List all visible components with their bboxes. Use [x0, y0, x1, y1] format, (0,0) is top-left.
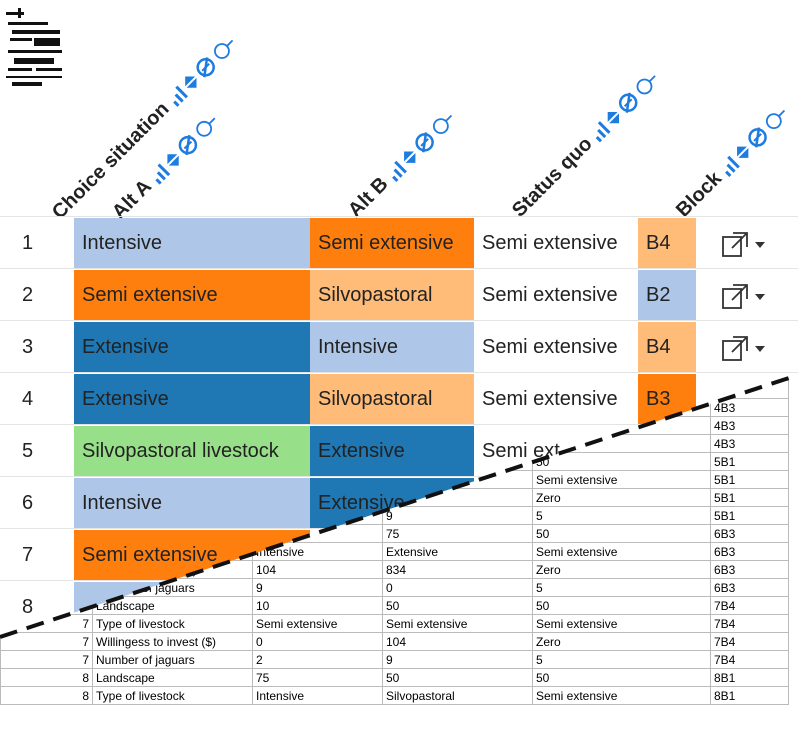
search-icon[interactable]	[190, 110, 223, 143]
header-icons	[382, 107, 460, 185]
header-icons	[163, 32, 241, 110]
row-number: 4	[22, 387, 34, 410]
sheet-cell-f[interactable]: 6B3	[710, 524, 789, 543]
sheet-cell-c[interactable]: Semi extensive	[252, 614, 383, 633]
no-filter-icon[interactable]	[189, 52, 220, 83]
sheet-cell-f[interactable]: 8B1	[710, 668, 789, 687]
row-number: 5	[22, 439, 34, 462]
no-filter-icon[interactable]	[613, 87, 644, 118]
search-icon[interactable]	[760, 102, 793, 135]
sort-bars-icon[interactable]	[717, 152, 742, 177]
search-icon[interactable]	[207, 33, 240, 66]
cell-alt-a[interactable]: Intensive	[74, 478, 310, 528]
sort-arrows-icon[interactable]	[731, 140, 755, 164]
search-icon[interactable]	[630, 68, 663, 101]
no-filter-icon[interactable]	[408, 127, 439, 158]
column-header-alt-b[interactable]: Alt B	[344, 107, 460, 223]
cell-alt-b[interactable]: Silvopastoral	[310, 270, 474, 320]
row-number: 1	[22, 231, 34, 254]
cell-alt-a[interactable]: Silvopastoral livestock	[74, 426, 310, 476]
sort-arrows-icon[interactable]	[601, 105, 625, 129]
cell-alt-a[interactable]: Intensive	[74, 218, 310, 268]
row-number: 2	[22, 283, 34, 306]
row-number: 7	[22, 543, 34, 566]
sort-bars-icon[interactable]	[383, 158, 408, 183]
row-divider	[0, 268, 798, 269]
row-divider	[0, 476, 798, 477]
sort-arrows-icon[interactable]	[161, 148, 185, 172]
header-icons	[586, 67, 664, 145]
sheet-cell-b[interactable]: Landscape	[92, 596, 253, 615]
sheet-cell-b[interactable]: Landscape	[92, 668, 253, 687]
chevron-down-icon[interactable]	[754, 345, 766, 353]
cell-status-quo[interactable]: Semi extensive	[482, 387, 618, 410]
open-external-icon[interactable]	[720, 334, 750, 364]
cell-status-quo[interactable]: Semi ext	[482, 439, 560, 462]
sort-arrows-icon[interactable]	[397, 145, 421, 169]
no-filter-icon[interactable]	[742, 121, 773, 152]
sheet-cell-d[interactable]: Silvopastoral	[382, 686, 533, 705]
cell-alt-b[interactable]: Semi extensive	[310, 218, 474, 268]
sheet-cell-f[interactable]: 8B1	[710, 686, 789, 705]
sort-bars-icon[interactable]	[587, 118, 612, 143]
row-action[interactable]	[720, 334, 766, 364]
sort-arrows-icon[interactable]	[178, 70, 202, 94]
sheet-cell-f[interactable]: 7B4	[710, 632, 789, 651]
row-action[interactable]	[720, 282, 766, 312]
cell-alt-b[interactable]: Extensive	[310, 426, 474, 476]
cell-block[interactable]: B4	[638, 322, 696, 372]
sort-bars-icon[interactable]	[164, 83, 189, 108]
sheet-cell-f[interactable]: 7B4	[710, 596, 789, 615]
sheet-cell-f[interactable]: 7B4	[710, 650, 789, 669]
column-header-alt-a[interactable]: Alt A	[108, 109, 223, 224]
cell-status-quo[interactable]: Semi extensive	[482, 335, 618, 358]
column-header-block[interactable]: Block	[672, 101, 793, 222]
sort-bars-icon[interactable]	[146, 160, 171, 185]
cell-block[interactable]: B4	[638, 218, 696, 268]
row-number: 3	[22, 335, 34, 358]
no-filter-icon[interactable]	[172, 129, 203, 160]
cell-alt-b[interactable]: Silvopastoral	[310, 374, 474, 424]
cell-alt-a[interactable]: Extensive	[74, 374, 310, 424]
cell-block[interactable]: B2	[638, 270, 696, 320]
row-number: 6	[22, 491, 34, 514]
chevron-down-icon[interactable]	[754, 241, 766, 249]
sheet-cell-b[interactable]: Willingess to invest ($)	[92, 632, 253, 651]
chevron-down-icon[interactable]	[754, 293, 766, 301]
row-divider	[0, 216, 798, 217]
sheet-cell-b[interactable]: Type of livestock	[92, 614, 253, 633]
cell-status-quo[interactable]: Semi extensive	[482, 231, 618, 254]
header-icons	[715, 101, 793, 179]
table-thumbnail-icon	[6, 8, 62, 86]
open-external-icon[interactable]	[720, 230, 750, 260]
header-icons	[145, 109, 223, 187]
cell-status-quo[interactable]: Semi extensive	[482, 283, 618, 306]
sheet-cell-d[interactable]: 75	[382, 524, 533, 543]
cell-alt-a[interactable]: Extensive	[74, 322, 310, 372]
sheet-cell-e[interactable]: Semi extensive	[532, 686, 711, 705]
column-header-choice-situation[interactable]: Choice situation	[48, 32, 241, 225]
sheet-cell-b[interactable]: Type of livestock	[92, 686, 253, 705]
row-divider	[0, 320, 798, 321]
row-divider	[0, 372, 798, 373]
sheet-row: 7Landscape1050507B4	[0, 596, 789, 615]
open-external-icon[interactable]	[720, 282, 750, 312]
sheet-cell-c[interactable]: Intensive	[252, 686, 383, 705]
row-action[interactable]	[720, 230, 766, 260]
sheet-cell-f[interactable]: 6B3	[710, 542, 789, 561]
row-number: 8	[22, 595, 34, 618]
row-divider	[0, 424, 798, 425]
column-header-status-quo[interactable]: Status quo	[508, 66, 664, 222]
cell-alt-a[interactable]: Semi extensive	[74, 270, 310, 320]
search-icon[interactable]	[426, 108, 459, 141]
cell-alt-b[interactable]: Intensive	[310, 322, 474, 372]
